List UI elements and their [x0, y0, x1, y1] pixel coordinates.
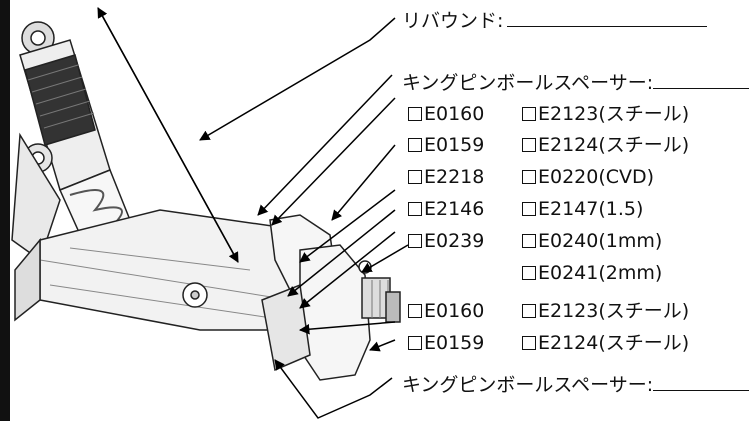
checkbox[interactable] — [522, 234, 536, 248]
rebound-text: リバウンド: — [402, 10, 504, 32]
checkbox[interactable] — [522, 138, 536, 152]
checkbox[interactable] — [522, 107, 536, 121]
option-e2147[interactable]: E2147(1.5) — [522, 198, 643, 220]
checkbox[interactable] — [408, 138, 422, 152]
option-e0241[interactable]: E0241(2mm) — [522, 262, 662, 284]
lower-spacer-label: キングピンボールスペーサー: — [402, 372, 749, 396]
option-e0239[interactable]: E0239 — [408, 230, 484, 252]
checkbox[interactable] — [408, 202, 422, 216]
option-e2123[interactable]: E2123(スチール) — [522, 103, 689, 125]
checkbox[interactable] — [522, 202, 536, 216]
checkbox[interactable] — [522, 304, 536, 318]
checkbox[interactable] — [522, 336, 536, 350]
checkbox[interactable] — [408, 336, 422, 350]
checkbox[interactable] — [522, 266, 536, 280]
option-e2218[interactable]: E2218 — [408, 166, 484, 188]
lower-option-e2124[interactable]: E2124(スチール) — [522, 332, 689, 354]
lower-spacer-blank[interactable] — [653, 372, 749, 391]
option-e2124[interactable]: E2124(スチール) — [522, 134, 689, 156]
option-e0240[interactable]: E0240(1mm) — [522, 230, 662, 252]
checkbox[interactable] — [408, 170, 422, 184]
lower-option-e0159[interactable]: E0159 — [408, 332, 484, 354]
rebound-blank[interactable] — [507, 8, 708, 27]
option-e0220[interactable]: E0220(CVD) — [522, 166, 654, 188]
frame-edge — [0, 0, 10, 421]
lower-option-e0160[interactable]: E0160 — [408, 300, 484, 322]
lower-option-e2123[interactable]: E2123(スチール) — [522, 300, 689, 322]
upper-spacer-label: キングピンボールスペーサー: — [402, 70, 749, 94]
upper-spacer-blank[interactable] — [653, 70, 749, 89]
lower-spacer-text: キングピンボールスペーサー: — [402, 374, 654, 396]
option-e2146[interactable]: E2146 — [408, 198, 484, 220]
checkbox[interactable] — [408, 107, 422, 121]
checkbox[interactable] — [522, 170, 536, 184]
option-e0160[interactable]: E0160 — [408, 103, 484, 125]
leader-lines — [97, 7, 409, 419]
option-e0159[interactable]: E0159 — [408, 134, 484, 156]
checkbox[interactable] — [408, 234, 422, 248]
checkbox[interactable] — [408, 304, 422, 318]
hub-carrier — [261, 214, 401, 381]
rebound-label: リバウンド: — [402, 8, 708, 32]
upper-spacer-text: キングピンボールスペーサー: — [402, 72, 654, 94]
